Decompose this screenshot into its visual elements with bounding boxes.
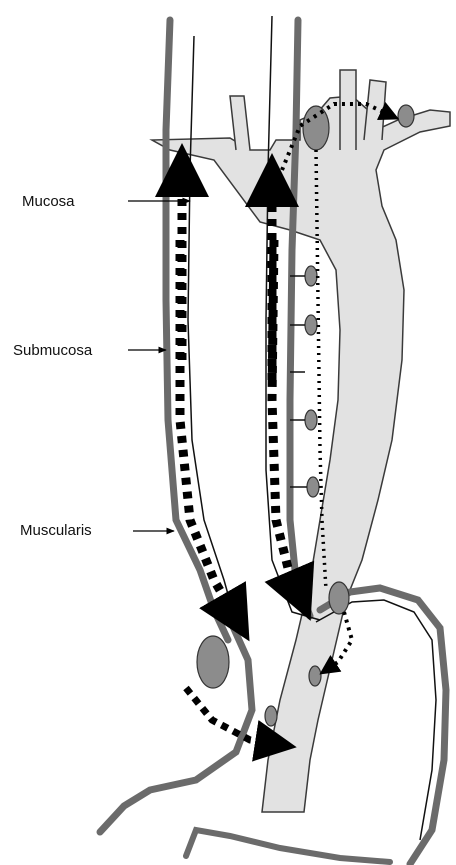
flow-arrow-lower-curve [186, 688, 276, 744]
mucosa-left-line [188, 36, 238, 630]
lymph-node-arch-right [398, 105, 414, 127]
lymph-node-large-left [197, 636, 229, 688]
label-mucosa: Mucosa [22, 193, 75, 210]
label-submucosa: Submucosa [13, 342, 93, 359]
stomach-bottom-wall [186, 830, 390, 862]
lymph-node-arch [303, 106, 329, 150]
lymph-node-para-4 [307, 477, 319, 497]
arch-branch-mid [340, 70, 356, 150]
lymph-node-lower-right [309, 666, 321, 686]
lymph-node-para-2 [305, 315, 317, 335]
lymph-node-para-3 [305, 410, 317, 430]
lymph-node-gastric [329, 582, 349, 614]
lymph-node-para-1 [305, 266, 317, 286]
lymph-node-small-left [265, 706, 277, 726]
label-muscularis: Muscularis [20, 522, 92, 539]
stomach-outer-wall [100, 620, 252, 832]
